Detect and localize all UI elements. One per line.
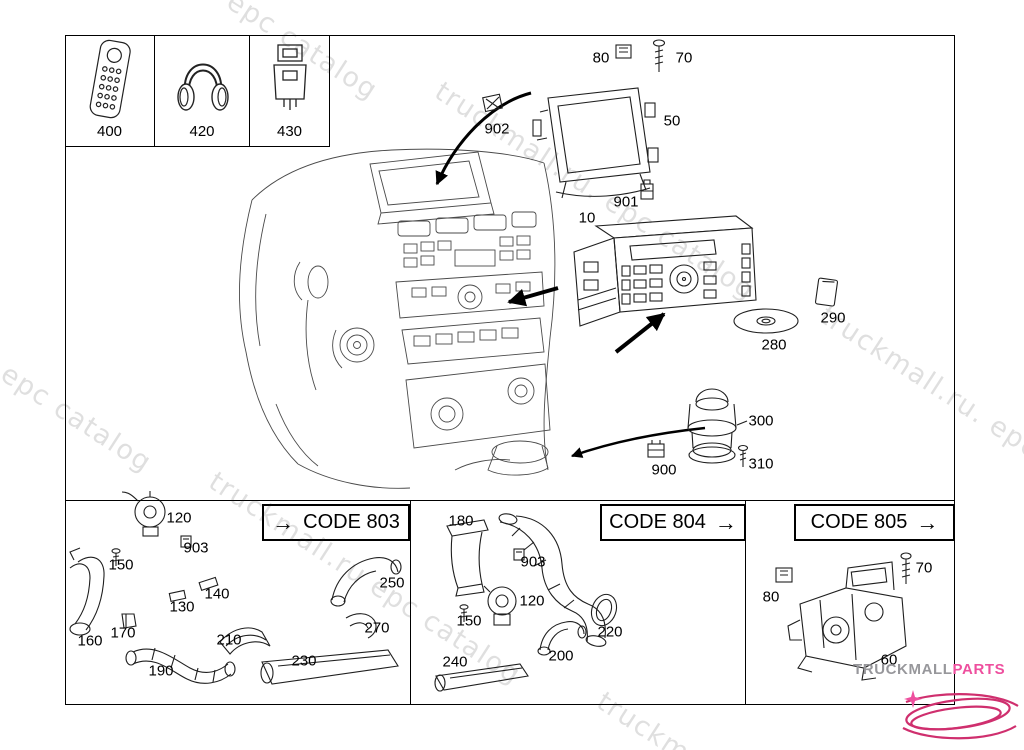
part-label-150-13: 150 [108, 556, 134, 574]
code-box-804: CODE 804 → [600, 504, 746, 541]
section-divider-horizontal [65, 500, 955, 501]
part-label-230-22: 230 [291, 652, 317, 670]
logo-brand: TRUCKMALL [853, 661, 953, 678]
legend-grid: 400 420 430 [65, 35, 330, 147]
part-label-130-15: 130 [169, 598, 195, 616]
diagram-frame [65, 35, 955, 705]
panel-divider-2 [745, 500, 746, 705]
code-803-label: CODE 803 [303, 511, 400, 533]
truckmall-logo: TRUCKMALLPARTS [845, 655, 1024, 750]
part-label-170-19: 170 [110, 624, 136, 642]
part-label-200-28: 200 [548, 647, 574, 665]
code-803-arrow-icon: → [272, 509, 295, 535]
legend-label-420: 420 [189, 123, 215, 140]
headphones-icon [177, 63, 229, 111]
logo-sparkle-icon [904, 690, 922, 708]
part-label-903-24: 903 [520, 553, 546, 571]
part-label-310-10: 310 [748, 455, 774, 473]
part-label-120-25: 120 [519, 592, 545, 610]
logo-swirl-icon [902, 690, 1019, 740]
logo-text: TRUCKMALLPARTS [853, 661, 1005, 678]
code-805-arrow-icon: → [916, 509, 939, 535]
part-label-160-18: 160 [77, 632, 103, 650]
legend-label-430: 430 [276, 123, 303, 140]
part-label-80-0: 80 [592, 49, 610, 67]
part-label-10-5: 10 [578, 209, 596, 227]
part-label-50-3: 50 [663, 112, 681, 130]
part-label-80-31: 80 [762, 588, 780, 606]
logo-accent: PARTS [952, 661, 1006, 678]
part-label-903-12: 903 [183, 539, 209, 557]
panel-divider-1 [410, 500, 411, 705]
part-label-300-8: 300 [748, 412, 774, 430]
part-label-70-30: 70 [915, 559, 933, 577]
remote-control-icon [89, 39, 131, 119]
code-box-803: → CODE 803 [262, 504, 410, 541]
part-label-120-11: 120 [166, 509, 192, 527]
code-804-arrow-icon: → [714, 509, 737, 535]
part-label-140-14: 140 [204, 585, 230, 603]
code-805-label: CODE 805 [810, 511, 908, 533]
legend-cell-remote: 400 [65, 35, 155, 147]
code-804-label: CODE 804 [609, 511, 706, 533]
part-label-280-7: 280 [761, 336, 787, 354]
code-box-805: CODE 805 → [794, 504, 955, 541]
part-label-190-21: 190 [148, 662, 174, 680]
legend-cell-connector: 430 [250, 35, 330, 147]
legend-cell-headphones: 420 [155, 35, 250, 147]
aux-connector-icon [272, 44, 307, 110]
part-label-290-6: 290 [820, 309, 846, 327]
part-label-270-17: 270 [364, 619, 390, 637]
part-label-210-20: 210 [216, 631, 242, 649]
part-label-900-9: 900 [651, 461, 677, 479]
part-label-220-27: 220 [597, 623, 623, 641]
part-label-180-23: 180 [448, 512, 474, 530]
legend-label-400: 400 [96, 123, 123, 140]
part-label-70-1: 70 [675, 49, 693, 67]
